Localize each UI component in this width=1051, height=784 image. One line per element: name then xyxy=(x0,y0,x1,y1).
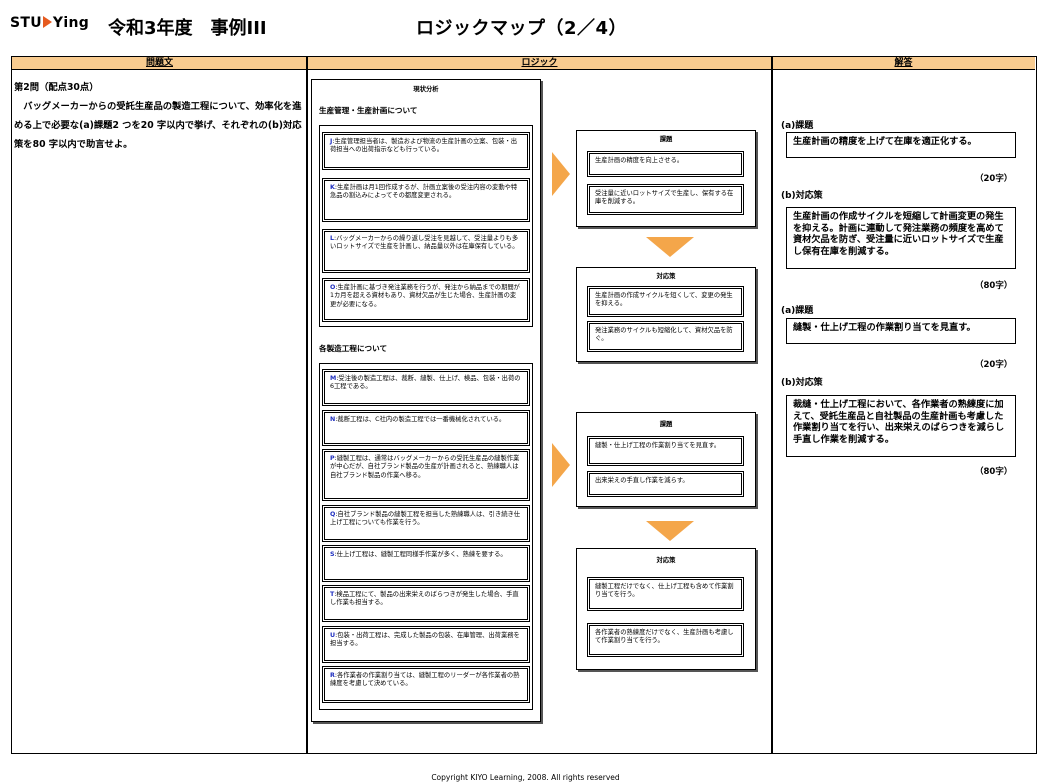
fact-item: T:検品工程にて、製品の出来栄えのばらつきが発生した場合、手直し作業も担当する。 xyxy=(322,585,530,622)
arrow-down-icon xyxy=(646,237,694,257)
analysis-title: 現状分析 xyxy=(413,86,439,93)
issue-panel: 課題 縫製・仕上げ工程の作業割り当てを見直す。 出来栄えの手直し作業を減らす。 xyxy=(576,412,756,507)
fact-item: K:生産計画は月1回作成するが、計画立案後の受注内容の変動や特急品の割込みによっ… xyxy=(322,178,530,222)
fact-item: Q:自社ブランド製品の縫製工程を担当した熟練職人は、引き続き仕上げ工程についても… xyxy=(322,505,530,542)
copyright-text: Copyright KIYO Learning, 2008. All right… xyxy=(431,773,620,782)
char-count: （20字） xyxy=(975,174,1013,184)
arrow-down-icon xyxy=(646,521,694,541)
arrow-right-icon xyxy=(552,443,570,487)
answer-heading-measure: (b)対応策 xyxy=(781,378,823,388)
answer-heading-measure: (b)対応策 xyxy=(781,191,823,201)
measure-item: 生産計画の作成サイクルを短くして、変更の発生を抑える。 xyxy=(587,286,744,317)
answer-measure-2: 裁縫・仕上げ工程において、各作業者の熟練度に加えて、受託生産品と自社製品の生産計… xyxy=(786,395,1016,457)
issue-title: 課題 xyxy=(659,136,673,143)
issue-item: 受注量に近いロットサイズで生産し、保有する在庫を削減する。 xyxy=(587,184,744,215)
measure-item: 各作業者の熟練度だけでなく、生産計画も考慮して作業割り当てを行う。 xyxy=(587,623,744,657)
column-divider xyxy=(306,57,308,753)
measure-panel: 対応策 縫製工程だけでなく、仕上げ工程も含めて作業割り当てを行う。 各作業者の熟… xyxy=(576,548,756,670)
question-heading: 第2問（配点30点） xyxy=(14,82,99,93)
column-header-question: 問題文 xyxy=(12,57,307,70)
fact-item: J:生産管理担当者は、製造および物流の生産計画の立案、包装・出荷担当への出荷指示… xyxy=(322,132,530,170)
answer-measure-1: 生産計画の作成サイクルを短縮して計画変更の発生を抑える。計画に連動して発注業務の… xyxy=(786,207,1016,269)
measure-panel: 対応策 生産計画の作成サイクルを短くして、変更の発生を抑える。 発注業務のサイク… xyxy=(576,267,756,362)
char-count: （20字） xyxy=(975,360,1013,370)
answer-issue-1: 生産計画の精度を上げて在庫を適正化する。 xyxy=(786,132,1016,158)
issue-panel: 課題 生産計画の精度を向上させる。 受注量に近いロットサイズで生産し、保有する在… xyxy=(576,130,756,227)
issue-item: 生産計画の精度を向上させる。 xyxy=(587,151,744,177)
issue-item: 出来栄えの手直し作業を減らす。 xyxy=(587,471,744,497)
fact-item: O:生産計画に基づき発注業務を行うが、発注から納品までの期間が1カ月を超える資材… xyxy=(322,278,530,322)
measure-item: 縫製工程だけでなく、仕上げ工程も含めて作業割り当てを行う。 xyxy=(587,577,744,611)
issue-title: 課題 xyxy=(659,421,673,428)
measure-title: 対応策 xyxy=(656,557,676,564)
column-header-logic: ロジック xyxy=(307,57,772,70)
measure-item: 発注業務のサイクルも短縮化して、資材欠品を防ぐ。 xyxy=(587,321,744,352)
play-triangle-icon xyxy=(42,16,52,28)
measure-title: 対応策 xyxy=(656,273,676,280)
logo-text-right: Ying xyxy=(52,15,90,31)
question-text: 第2問（配点30点） バッグメーカーからの受託生産品の製造工程について、効率化を… xyxy=(14,78,302,154)
current-analysis-panel: 現状分析 生産管理・生産計画について J:生産管理担当者は、製造および物流の生産… xyxy=(311,79,541,722)
logic-map-title: ロジックマップ（2／4） xyxy=(416,18,628,39)
answer-heading-issue: (a)課題 xyxy=(781,121,814,131)
column-header-answer: 解答 xyxy=(772,57,1035,70)
studying-logo: STU Ying xyxy=(10,15,89,31)
arrow-right-icon xyxy=(552,152,570,196)
fact-item: N:裁断工程は、C社内の製造工程では一番機械化されている。 xyxy=(322,410,530,446)
char-count: （80字） xyxy=(975,467,1013,477)
char-count: （80字） xyxy=(975,281,1013,291)
logic-map-frame: 問題文 ロジック 解答 xyxy=(11,56,1037,754)
manufacturing-group: M:受注後の製造工程は、裁断、縫製、仕上げ、検品、包装・出荷の6工程である。 N… xyxy=(319,363,533,710)
fact-item: U:包装・出荷工程は、完成した製品の包装、在庫管理、出荷業務を担当する。 xyxy=(322,626,530,663)
issue-item: 縫製・仕上げ工程の作業割り当てを見直す。 xyxy=(587,436,744,466)
fact-item: R:各作業者の作業割り当ては、縫製工程のリーダーが各作業者の熟練度を考慮して決め… xyxy=(322,666,530,703)
page-header: STU Ying 令和3年度 事例III ロジックマップ（2／4） xyxy=(0,0,1051,48)
section-production-plan: 生産管理・生産計画について xyxy=(319,106,418,115)
section-manufacturing: 各製造工程について xyxy=(319,344,388,353)
column-divider xyxy=(771,57,773,753)
exam-title: 令和3年度 事例III xyxy=(108,18,267,39)
answer-heading-issue: (a)課題 xyxy=(781,306,814,316)
production-plan-group: J:生産管理担当者は、製造および物流の生産計画の立案、包装・出荷担当への出荷指示… xyxy=(319,125,533,327)
fact-item: P:縫製工程は、通常はバッグメーカーからの受託生産品の縫製作業が中心だが、自社ブ… xyxy=(322,449,530,501)
fact-item: M:受注後の製造工程は、裁断、縫製、仕上げ、検品、包装・出荷の6工程である。 xyxy=(322,369,530,406)
question-body: バッグメーカーからの受託生産品の製造工程について、効率化を進める上で必要な(a)… xyxy=(14,101,302,150)
answer-issue-2: 縫製・仕上げ工程の作業割り当てを見直す。 xyxy=(786,318,1016,344)
logo-text-left: STU xyxy=(10,15,42,31)
fact-item: S:仕上げ工程は、縫製工程同様手作業が多く、熟練を要する。 xyxy=(322,545,530,582)
fact-item: L:バッグメーカーからの繰り返し受注を見越して、受注量よりも多いロットサイズで生… xyxy=(322,229,530,273)
